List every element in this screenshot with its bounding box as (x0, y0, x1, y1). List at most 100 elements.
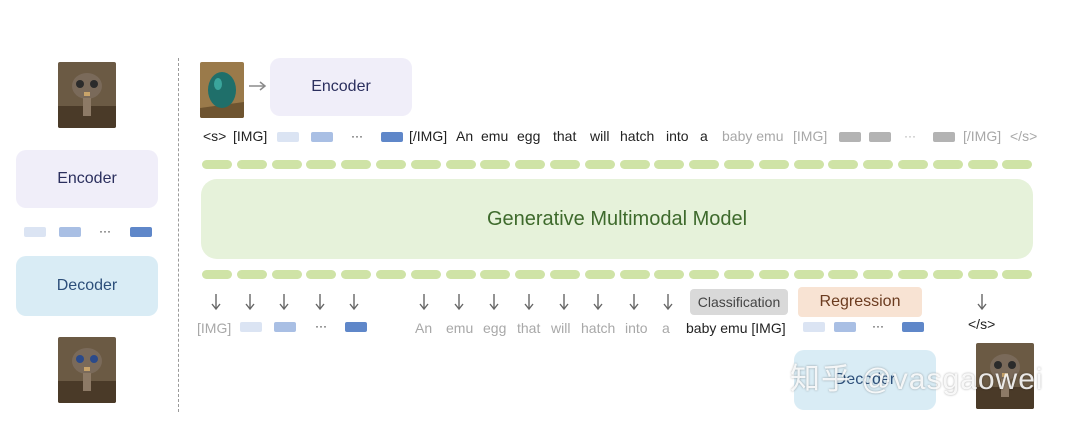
top-word-egg: egg (517, 128, 541, 144)
arrow-down-icon (629, 294, 639, 311)
top-word-into: into (666, 128, 689, 144)
arrow-down-icon (245, 294, 255, 311)
bottom-regression-chip-3 (902, 322, 924, 332)
top-embedding-chip-2 (311, 132, 333, 142)
top-ellipsis: ··· (351, 129, 363, 143)
top-pill-12 (584, 160, 615, 169)
bottom-ellipsis: ··· (315, 319, 327, 333)
top-word-that: that (553, 128, 577, 144)
top-pill-3 (271, 160, 302, 169)
bottom-pill-23 (967, 270, 998, 279)
top-pill-15 (689, 160, 720, 169)
regression-tag: Regression (798, 287, 922, 317)
top-word-will: will (590, 128, 610, 144)
top-pill-19 (828, 160, 859, 169)
token-s-open: <s> (203, 128, 227, 144)
arrow-down-icon (454, 294, 464, 311)
bottom-chip-3 (345, 322, 367, 332)
top-pill-4 (306, 160, 337, 169)
bottom-target-baby-emu: baby emu [IMG] (686, 320, 786, 336)
bottom-pill-5 (341, 270, 372, 279)
bottom-word-will: will (551, 320, 571, 336)
arrow-down-icon (524, 294, 534, 311)
bottom-pill-20 (863, 270, 894, 279)
bottom-word-an: An (415, 320, 433, 336)
bottom-pill-9 (480, 270, 511, 279)
top-gray-img-close: [/IMG] (963, 128, 1002, 144)
regression-label: Regression (819, 293, 901, 310)
top-pill-5 (341, 160, 372, 169)
top-pill-9 (480, 160, 511, 169)
top-pill-14 (654, 160, 685, 169)
top-pill-22 (932, 160, 963, 169)
bottom-word-a: a (662, 320, 670, 336)
emu-egg-image (200, 62, 244, 118)
section-divider (178, 58, 179, 412)
top-embedding-chip-3 (381, 132, 403, 142)
bottom-pill-17 (758, 270, 789, 279)
bottom-pill-21 (898, 270, 928, 279)
bottom-pill-1 (202, 270, 232, 279)
left-encoder-label: Encoder (57, 170, 117, 187)
bottom-regression-chip-1 (803, 322, 825, 332)
zhihu-watermark: 知乎 @vasgaowei (790, 363, 1044, 396)
arrow-down-icon (593, 294, 603, 311)
left-decoder-box: Decoder (16, 256, 158, 316)
bottom-pill-6 (376, 270, 406, 279)
bottom-pill-7 (410, 270, 441, 279)
arrow-down-icon (315, 294, 325, 311)
top-pill-10 (515, 160, 546, 169)
bottom-pill-10 (515, 270, 546, 279)
bottom-pill-3 (271, 270, 302, 279)
top-pill-24 (1002, 160, 1033, 169)
bottom-pill-19 (828, 270, 859, 279)
bottom-regression-ellipsis: ··· (872, 319, 884, 333)
bottom-pill-18 (793, 270, 824, 279)
top-pill-8 (445, 160, 476, 169)
top-word-hatch: hatch (620, 128, 655, 144)
bottom-end-token: </s> (968, 316, 996, 332)
arrow-down-icon (559, 294, 569, 311)
top-gray-chip-1 (839, 132, 861, 142)
left-decoder-label: Decoder (56, 277, 118, 294)
left-embedding-chip-1 (24, 227, 46, 237)
left-embedding-chip-3 (130, 227, 152, 237)
classification-tag: Classification (690, 289, 788, 315)
left-ellipsis: ··· (99, 224, 111, 238)
bottom-chip-2 (274, 322, 296, 332)
bottom-pill-15 (689, 270, 720, 279)
bottom-pill-2 (236, 270, 267, 279)
bottom-pill-4 (306, 270, 337, 279)
top-gray-chip-3 (933, 132, 955, 142)
bottom-pill-14 (654, 270, 685, 279)
bottom-decoder-box: Decoder (794, 350, 936, 410)
top-pill-23 (967, 160, 998, 169)
classification-label: Classification (697, 294, 781, 310)
top-pill-21 (898, 160, 928, 169)
bottom-pill-8 (445, 270, 476, 279)
left-embedding-chip-2 (59, 227, 81, 237)
bottom-chip-1 (240, 322, 262, 332)
token-img-open: [IMG] (233, 128, 268, 144)
left-encoder-box: Encoder (16, 150, 158, 208)
arrow-down-icon (663, 294, 673, 311)
bottom-word-emu: emu (446, 320, 474, 336)
bottom-word-into: into (625, 320, 648, 336)
top-pill-20 (863, 160, 894, 169)
arrow-down-icon (419, 294, 429, 311)
top-pill-2 (236, 160, 267, 169)
arrow-down-icon (489, 294, 499, 311)
bottom-pill-12 (584, 270, 615, 279)
arrow-down-icon (211, 294, 221, 311)
bottom-word-egg: egg (483, 320, 507, 336)
top-word-a: a (700, 128, 708, 144)
top-pill-16 (724, 160, 754, 169)
top-pill-1 (202, 160, 232, 169)
top-gray-img: [IMG] (793, 128, 828, 144)
emu-chick-image-top-left (58, 62, 116, 128)
top-embedding-chip-1 (277, 132, 299, 142)
arrow-right-icon (249, 81, 267, 91)
bottom-decoder-label: Decoder (834, 371, 896, 388)
top-encoder-box: Encoder (270, 58, 412, 116)
top-word-emu: emu (481, 128, 509, 144)
